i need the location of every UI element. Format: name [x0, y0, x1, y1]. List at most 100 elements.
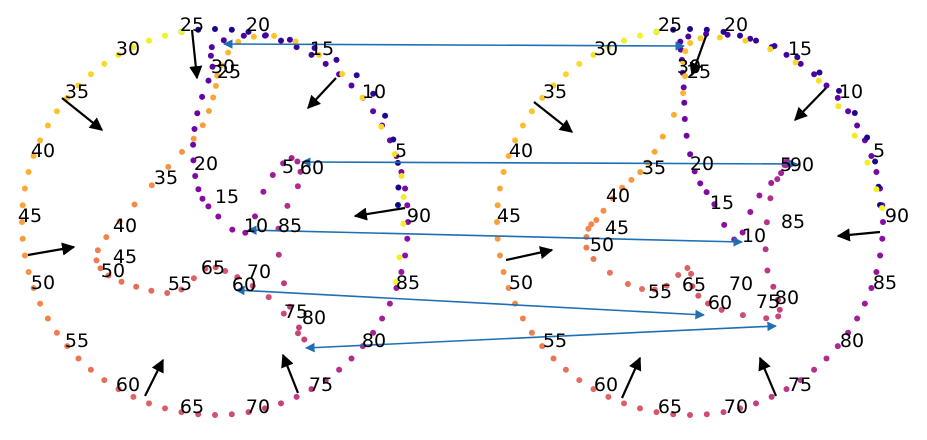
inner-dot	[378, 123, 385, 130]
outer-dot	[21, 185, 28, 192]
outer-dot	[496, 252, 503, 259]
inner-tick-label: 60	[300, 157, 324, 179]
outer-dot	[245, 409, 252, 416]
inner-dot	[792, 59, 799, 66]
outer-dot	[797, 377, 804, 384]
outer-dot	[753, 37, 759, 44]
inner-dot	[680, 59, 687, 66]
outer-dot	[783, 51, 790, 58]
outer-dot	[873, 269, 880, 275]
outer-tick-label: 20	[724, 14, 748, 36]
inner-dot	[148, 287, 155, 294]
outer-tick-label: 60	[116, 374, 140, 396]
outer-tick-label: 5	[873, 140, 885, 162]
inner-dot	[624, 281, 631, 287]
outer-dot	[53, 108, 60, 115]
inner-dot	[816, 69, 823, 76]
inner-dot	[339, 71, 346, 77]
inner-dot	[165, 163, 172, 170]
inner-dot	[724, 31, 731, 38]
outer-dot	[562, 71, 569, 78]
outer-dot	[308, 51, 315, 58]
inner-dot	[190, 135, 197, 142]
field-arrow	[758, 356, 778, 397]
inner-dot	[269, 172, 276, 178]
inner-dot	[296, 324, 302, 331]
inner-dot	[316, 51, 322, 58]
inner-tick-label: 25	[217, 61, 241, 83]
inner-dot	[747, 35, 754, 42]
outer-dot	[37, 137, 44, 144]
outer-dot	[64, 94, 71, 101]
inner-dot	[775, 313, 782, 320]
inner-dot	[252, 213, 258, 220]
inner-dot	[286, 36, 293, 43]
inner-tick-label: 50	[101, 260, 125, 282]
inner-dot	[682, 48, 689, 55]
inner-dot	[835, 103, 842, 110]
outer-tick-label: 35	[543, 81, 567, 103]
inner-dot	[716, 34, 723, 41]
inner-dot	[391, 151, 398, 158]
inner-dot	[681, 116, 688, 122]
outer-dot	[115, 386, 122, 393]
inner-dot	[210, 94, 217, 101]
outer-tick-label: 65	[180, 396, 204, 418]
inner-tick-label: 40	[113, 215, 137, 237]
inner-dot	[590, 256, 597, 262]
inner-dot	[680, 84, 687, 91]
inner-dot	[637, 169, 644, 176]
correspondence-arrow	[235, 285, 705, 320]
outer-tick-label: 85	[396, 272, 420, 294]
correspondence-arrow	[301, 157, 798, 169]
outer-dot	[405, 219, 411, 225]
field-arrow	[27, 242, 76, 257]
inner-dot	[879, 205, 885, 211]
outer-dot	[653, 28, 660, 35]
inner-dot	[295, 330, 301, 337]
outer-dot	[590, 51, 597, 58]
outer-dot	[30, 153, 37, 159]
inner-dot	[687, 40, 694, 46]
outer-dot	[737, 405, 743, 412]
inner-dot	[191, 126, 198, 132]
outer-dot	[670, 26, 677, 33]
outer-dot	[278, 400, 284, 407]
inner-dot	[222, 268, 229, 274]
outer-dot	[854, 315, 861, 322]
outer-dot	[87, 366, 94, 373]
outer-dot	[845, 108, 852, 115]
inner-dot	[370, 90, 377, 97]
inner-dot	[229, 226, 236, 233]
inner-dot	[214, 72, 221, 79]
correspondence-arrow	[247, 225, 743, 247]
outer-dot	[590, 386, 597, 393]
inner-dot	[767, 46, 774, 53]
inner-tick-label: 35	[642, 157, 666, 179]
inner-dot	[250, 33, 257, 40]
outer-dot	[621, 400, 627, 407]
outer-dot	[101, 60, 108, 67]
inner-tick-label: 50	[590, 234, 614, 256]
inner-dot	[396, 254, 403, 261]
outer-dot	[703, 411, 710, 418]
inner-dot	[588, 221, 595, 228]
outer-tick-label: 25	[658, 14, 682, 36]
outer-dot	[823, 82, 830, 89]
inner-tick-label: 60	[708, 292, 732, 314]
outer-dot	[87, 71, 94, 78]
inner-dot	[353, 72, 360, 79]
outer-dot	[868, 153, 875, 159]
inner-dot	[771, 43, 778, 49]
outer-dot	[519, 315, 526, 322]
inner-dot	[212, 264, 219, 271]
outer-dot	[19, 202, 26, 209]
inner-dot	[400, 220, 407, 227]
outer-dot	[621, 37, 627, 44]
inner-dot	[94, 247, 101, 254]
correspondence-arrow	[305, 321, 777, 353]
inner-tick-label: 70	[729, 273, 753, 295]
outer-tick-label: 80	[362, 330, 386, 352]
outer-dot	[637, 405, 643, 412]
outer-dot	[605, 393, 612, 400]
